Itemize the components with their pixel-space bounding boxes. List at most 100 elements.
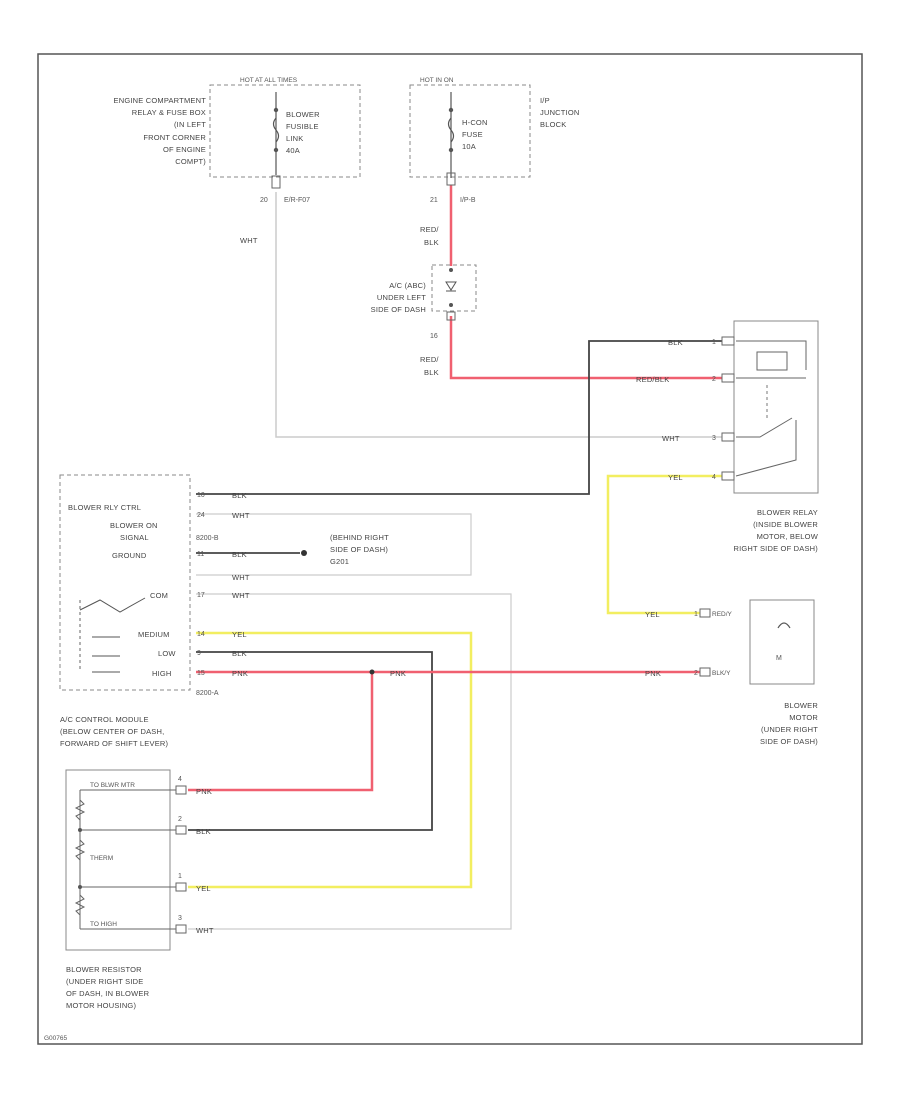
connector-c16-icon	[446, 311, 456, 321]
wire-label-blk-cm: BLK	[232, 491, 247, 500]
resistor-coil-2	[74, 839, 86, 861]
blower-motor-line-4: SIDE OF DASH)	[760, 737, 818, 746]
cm-pin-10: 10	[197, 492, 205, 499]
wire-red-blk-lower	[449, 316, 722, 380]
relay-pin4-icon	[721, 471, 735, 481]
behind-dash-line-2: SIDE OF DASH)	[330, 545, 388, 554]
fusible-link-node-bottom	[273, 147, 279, 153]
blower-resistor-line-4: MOTOR HOUSING)	[66, 1001, 136, 1010]
hcon-fuse-node-top	[448, 107, 454, 113]
motor-icon	[777, 622, 791, 629]
cm-pin-17: 17	[197, 592, 205, 599]
engine-relay-box-outline	[209, 84, 361, 178]
res-pin-1: 1	[178, 873, 182, 880]
wire-blk-low	[188, 651, 433, 831]
connector-c20-icon	[271, 175, 281, 189]
relay-pin1-icon	[721, 336, 735, 346]
resistor-coil-3	[74, 894, 86, 916]
ctrl-title: BLOWER RLY CTRL	[68, 503, 141, 512]
wire-label-yel-motor: YEL	[645, 610, 660, 619]
wire-label-pnk-motor: PNK	[645, 669, 661, 678]
wire-label-wht-res: WHT	[196, 926, 214, 935]
wire-label-pnk-res: PNK	[196, 787, 212, 796]
motor-term-b: BLK/Y	[712, 670, 731, 677]
blower-motor-line-1: BLOWER	[784, 701, 818, 710]
wire-yel-medium	[188, 631, 473, 889]
engine-relay-line-2: RELAY & FUSE BOX	[132, 108, 206, 117]
frame-code: G00765	[44, 1035, 68, 1042]
engine-relay-line-4: FRONT CORNER	[143, 133, 206, 142]
wire-blk-relay-ctrl	[196, 340, 722, 495]
ac-control-module: BLOWER RLY CTRL BLOWER ON SIGNAL GROUND …	[59, 474, 406, 748]
splice-dot	[369, 669, 375, 675]
cm-pin-24: 24	[197, 512, 205, 519]
hcon-line-3: 10A	[462, 142, 476, 151]
wire-label-yel-cm: YEL	[232, 630, 247, 639]
connector-c16-pin: 16	[430, 333, 438, 340]
relay-coil-icon	[756, 351, 788, 371]
wire-label-wht-cm: WHT	[232, 511, 250, 520]
wire-label-wht-com: WHT	[232, 591, 250, 600]
fusible-link-icon	[272, 117, 280, 143]
wire-label-pnk-splice: PNK	[390, 669, 406, 678]
engine-relay-line-6: COMPT)	[175, 157, 206, 166]
engine-relay-box: HOT AT ALL TIMES ENGINE COMPARTMENT RELA…	[114, 77, 361, 245]
blower-resistor-line-1: BLOWER RESISTOR	[66, 965, 142, 974]
ground-icon	[301, 550, 307, 556]
wires-layer	[188, 185, 722, 930]
wire-label-blk-res: BLK	[196, 827, 211, 836]
wire-yel-relay-motor	[606, 474, 722, 615]
motor-pin-2: 2	[694, 670, 698, 677]
cm-pin-11: 11	[197, 551, 204, 558]
ctrl-on-signal-2: SIGNAL	[120, 533, 149, 542]
relay-contact-lead	[735, 420, 797, 477]
res-pin3-icon	[175, 924, 187, 934]
ctrl-on-signal-1: BLOWER ON	[110, 521, 158, 530]
relay-pin-1: 1	[712, 339, 716, 346]
resistor-node-2	[78, 828, 82, 832]
motor-pin1-icon	[699, 608, 711, 618]
relay-pin2-icon	[721, 373, 735, 383]
ac-diode-node-top	[449, 268, 453, 272]
wire-label-pnk-cm: PNK	[232, 669, 248, 678]
ac-diode-node-bottom	[449, 303, 453, 307]
hcon-line-1: H-CON	[462, 118, 488, 127]
res-pin4-icon	[175, 785, 187, 795]
cm-connector-b: 8200-B	[196, 535, 219, 542]
motor-term-a: RED/Y	[712, 611, 733, 618]
res-pin1-icon	[175, 882, 187, 892]
ctrl-medium: MEDIUM	[138, 630, 170, 639]
relay-pin3-icon	[721, 432, 735, 442]
ip-junction-block: HOT IN ON I/P JUNCTION BLOCK H-CON FUSE …	[409, 77, 580, 247]
resistor-inner-mid: THERM	[90, 855, 113, 862]
diode-icon	[445, 281, 457, 292]
blower-motor-line-3: (UNDER RIGHT	[761, 725, 818, 734]
ac-diode: A/C (ABC) UNDER LEFT SIDE OF DASH 16 RED…	[371, 264, 477, 377]
hcon-line-2: FUSE	[462, 130, 483, 139]
ac-control-line-1: A/C CONTROL MODULE	[60, 715, 149, 724]
hcon-fuse-node-bottom	[448, 147, 454, 153]
relay-pin3-lead	[736, 417, 793, 438]
wire-label-blk-2: BLK	[424, 368, 439, 377]
fusible-link-node-top	[273, 107, 279, 113]
res-pin-2: 2	[178, 816, 182, 823]
diagram-frame	[37, 53, 863, 1045]
wire-label-blk-low: BLK	[232, 649, 247, 658]
behind-dash-line-1: (BEHIND RIGHT	[330, 533, 389, 542]
wire-label-blk-1: BLK	[424, 238, 439, 247]
motor-pin-1: 1	[694, 611, 698, 618]
blower-relay-line-1: BLOWER RELAY	[757, 508, 818, 517]
blower-resistor-line-2: (UNDER RIGHT SIDE	[66, 977, 143, 986]
ip-junction-line-2: JUNCTION	[540, 108, 580, 117]
ctrl-low: LOW	[158, 649, 176, 658]
cm-pin-14: 14	[197, 631, 205, 638]
ac-control-line-3: FORWARD OF SHIFT LEVER)	[60, 739, 169, 748]
ac-diode-line-3: SIDE OF DASH	[371, 305, 426, 314]
engine-relay-line-5: OF ENGINE	[163, 145, 206, 154]
connector-c21-id: I/P-B	[460, 197, 476, 204]
connector-c20-pin: 20	[260, 197, 268, 204]
wire-wht-main	[275, 192, 722, 438]
resistor-inner-top: TO BLWR MTR	[90, 782, 135, 789]
connector-c20-id: E/R-F07	[284, 197, 310, 204]
